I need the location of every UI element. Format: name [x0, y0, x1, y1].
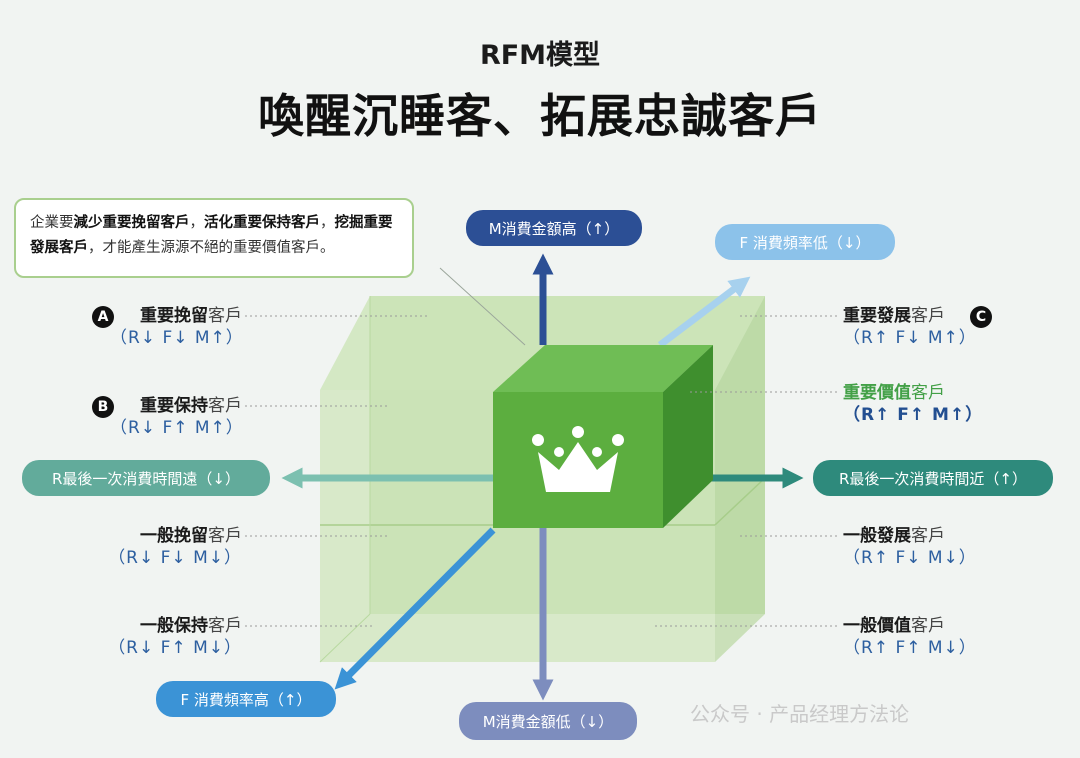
m-high-label: M消費金額高（↑） — [466, 210, 642, 246]
segment-code: （R↓ F↓ M↑） — [110, 328, 244, 348]
segment-name: 一般挽留 — [140, 526, 208, 546]
vip-cube — [493, 345, 713, 528]
segment-name: 重要價值 — [843, 383, 911, 403]
f-axis-low — [657, 276, 751, 348]
segment-code: （R↑ F↑ M↓） — [843, 638, 977, 658]
segment-code: （R↑ F↑ M↑） — [843, 405, 984, 425]
segment-suffix: 客戶 — [208, 526, 242, 546]
badge-a: A — [92, 306, 114, 328]
diagram-kicker: RFM模型 — [479, 40, 601, 71]
segment-name: 一般價值 — [843, 616, 911, 636]
note-text: ， — [189, 215, 205, 231]
segment-suffix: 客戶 — [911, 526, 945, 546]
f-high-label: F 消費頻率高（↑） — [156, 681, 336, 717]
note-text: ，才能產生源源不絕的重要價值客戶。 — [88, 240, 335, 256]
segment-suffix: 客戶 — [208, 306, 242, 326]
segment-general-value: 一般價值客戶 （R↑ F↑ M↓） — [843, 615, 983, 659]
crown-icon — [532, 426, 624, 492]
note-text: 企業要 — [30, 215, 74, 231]
segment-suffix: 客戶 — [911, 383, 945, 403]
segment-b: 重要保持客戶 （R↓ F↑ M↑） — [110, 395, 244, 439]
watermark: 公众号 · 产品经理方法论 — [690, 702, 910, 726]
segment-name: 重要發展 — [843, 306, 911, 326]
segment-name: 一般保持 — [140, 616, 208, 636]
segment-code: （R↓ F↓ M↓） — [108, 548, 242, 568]
segment-vip: 重要價值客戶 （R↑ F↑ M↑） — [843, 382, 983, 426]
badge-c: C — [970, 306, 992, 328]
badge-b: B — [92, 396, 114, 418]
segment-suffix: 客戶 — [911, 306, 945, 326]
note-text: ， — [320, 215, 335, 231]
segment-code: （R↑ F↓ M↓） — [843, 548, 977, 568]
segment-suffix: 客戶 — [208, 396, 242, 416]
segment-suffix: 客戶 — [911, 616, 945, 636]
segment-general-develop: 一般發展客戶 （R↑ F↓ M↓） — [843, 525, 983, 569]
m-low-label: M消費金額低（↓） — [459, 702, 637, 740]
note-box: 企業要減少重要挽留客戶，活化重要保持客戶，挖掘重要發展客戶，才能產生源源不絕的重… — [14, 198, 414, 278]
r-far-label: R最後一次消費時間遠（↓） — [22, 460, 270, 496]
segment-name: 重要保持 — [140, 396, 208, 416]
segment-code: （R↓ F↑ M↓） — [108, 638, 242, 658]
diagram-title: 喚醒沉睡客、拓展忠誠客戶 — [258, 89, 822, 143]
segment-general-retain: 一般挽留客戶 （R↓ F↓ M↓） — [100, 525, 242, 569]
segment-name: 一般發展 — [843, 526, 911, 546]
segment-code: （R↑ F↓ M↑） — [843, 328, 977, 348]
r-near-label: R最後一次消費時間近（↑） — [813, 460, 1053, 496]
segment-general-hold: 一般保持客戶 （R↓ F↑ M↓） — [100, 615, 242, 659]
segment-name: 重要挽留 — [140, 306, 208, 326]
segment-suffix: 客戶 — [208, 616, 242, 636]
note-pointer — [439, 267, 526, 346]
f-axis-high — [334, 527, 496, 690]
note-emphasis: 挖掘重要發展客戶 — [30, 215, 393, 256]
segment-c: 重要發展客戶 （R↑ F↓ M↑） — [843, 305, 977, 349]
note-emphasis: 活化重要保持客戶 — [204, 215, 320, 231]
note-emphasis: 減少重要挽留客戶 — [73, 215, 190, 231]
f-low-label: F 消費頻率低（↓） — [715, 224, 895, 260]
segment-a: 重要挽留客戶 （R↓ F↓ M↑） — [110, 305, 244, 349]
segment-code: （R↓ F↑ M↑） — [110, 418, 244, 438]
leader-lines — [245, 315, 840, 627]
